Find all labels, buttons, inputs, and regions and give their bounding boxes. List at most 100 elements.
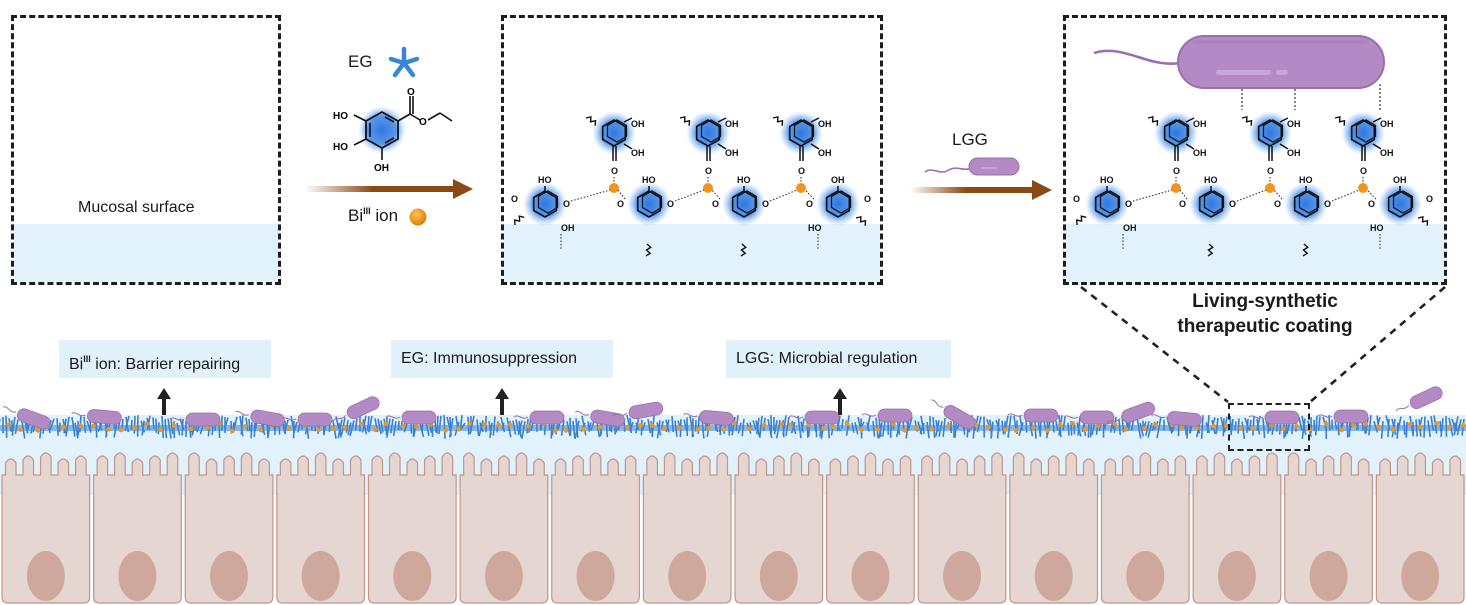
polymer-chain-icon: [855, 215, 867, 226]
o-label: O: [611, 166, 618, 176]
oh-label: OH: [1380, 148, 1394, 158]
benzene-ring-overlay: [606, 119, 628, 143]
benzene-ring-overlay: [1355, 119, 1377, 143]
polymer-chain-icon: [1302, 243, 1309, 257]
cell-nucleus: [1034, 551, 1073, 601]
bi-ion: [676, 425, 682, 431]
oh-label: OH: [818, 148, 832, 158]
bi-ion: [443, 428, 448, 433]
orange-sphere-icon: [409, 208, 427, 226]
flagellum: [169, 417, 185, 421]
bi-ion: [1095, 423, 1101, 428]
bacterium-body: [1167, 411, 1202, 427]
bi-ion: [118, 427, 124, 433]
polymer-chain-icon: [1207, 243, 1214, 257]
bi-ion: [1070, 421, 1076, 426]
bi-ion: [1363, 421, 1369, 427]
bi-ion: [638, 423, 643, 428]
phenol-ring-bottom: [1378, 182, 1422, 226]
phenol-ring-bottom: [1284, 182, 1328, 226]
flagellum: [931, 399, 944, 408]
bi-ion: [1294, 423, 1299, 429]
coordination-bond: [804, 189, 815, 200]
bi-ion: [383, 421, 389, 427]
oh-label: OH: [1193, 119, 1207, 129]
ho-label: HO: [808, 223, 822, 233]
ethyl-gallate-molecule: HO HO OH O O: [333, 87, 453, 174]
bacterium: [612, 401, 664, 420]
bi-ion: [414, 424, 419, 429]
bond: [1185, 117, 1195, 123]
oh-label: OH: [631, 148, 645, 158]
bi-ion: [60, 424, 66, 430]
bi-ion: [1417, 424, 1423, 430]
bi-ion: [1123, 427, 1129, 432]
flagellum: [332, 414, 347, 422]
bond: [810, 117, 820, 123]
zoom-source-box: [1228, 403, 1310, 451]
bi-ion: [1280, 426, 1286, 432]
bi-ion: [732, 420, 737, 426]
effect-microbial-regulation: LGG: Microbial regulation: [726, 340, 951, 378]
benzene-ring: [636, 190, 662, 218]
benzene-ring-overlay: [1168, 119, 1190, 143]
bi-ion: [132, 425, 138, 431]
benzene-ring: [695, 119, 721, 147]
bacterium: [385, 410, 437, 425]
oh-label: OH: [818, 119, 832, 129]
benzene-ring: [1163, 119, 1189, 147]
o-label: O: [712, 199, 719, 209]
mucus-layer: [1066, 224, 1444, 282]
benzene-ring-overlay: [1298, 190, 1320, 214]
benzene-ring: [788, 119, 814, 147]
bi-ion: [706, 425, 711, 431]
bacterium-body: [185, 412, 221, 427]
up-arrow-icon: [833, 388, 847, 422]
benzene-ring: [601, 119, 627, 147]
mucus-layer: [14, 224, 278, 282]
bi-ion: [1339, 427, 1345, 433]
bi-ion: [331, 426, 336, 432]
coordination-bond: [1273, 189, 1283, 200]
bi-ion: [581, 426, 587, 432]
ho-label: HO: [1100, 175, 1114, 185]
bacterium-body: [943, 404, 976, 430]
coordination-bond: [1132, 189, 1173, 202]
o-label: O: [1229, 199, 1236, 209]
flagellum: [1317, 414, 1333, 418]
bi-ion: [359, 421, 364, 427]
bi-ion: [929, 426, 934, 432]
flagellum: [1395, 404, 1410, 412]
bacterium-body: [699, 410, 734, 426]
cell-nucleus: [118, 551, 157, 601]
bi-ion: [230, 428, 235, 434]
benzene-ring: [1293, 190, 1319, 218]
cell-nucleus: [301, 551, 340, 601]
oh-label: OH: [1193, 148, 1207, 158]
bacterium: [281, 412, 333, 427]
bi-ion: [625, 424, 630, 430]
ring-glow: [1189, 182, 1233, 226]
mucosal-surface-label: Mucosal surface: [78, 199, 195, 216]
bacterium: [169, 412, 221, 427]
bi-ion: [1434, 420, 1440, 426]
ho-label: HO: [642, 175, 656, 185]
cell-nucleus: [1217, 551, 1256, 601]
bi-ion: [1323, 421, 1329, 427]
flagellum: [788, 415, 804, 419]
bi-ion: [1223, 423, 1229, 428]
benzene-ring: [1094, 190, 1120, 218]
cell-nucleus: [26, 551, 65, 601]
bacterium: [1395, 386, 1443, 412]
effect-barrier-repairing: BiIII ion: Barrier repairing: [59, 340, 271, 378]
oh-label: OH: [1287, 119, 1301, 129]
benzene-ring-overlay: [793, 119, 815, 143]
oh-label: OH: [725, 148, 739, 158]
oh-label: OH: [631, 119, 645, 129]
flagellum: [612, 412, 628, 417]
coordination-bond: [1331, 189, 1360, 202]
bacterium-body: [1079, 410, 1115, 425]
o-label: O: [1426, 194, 1433, 204]
